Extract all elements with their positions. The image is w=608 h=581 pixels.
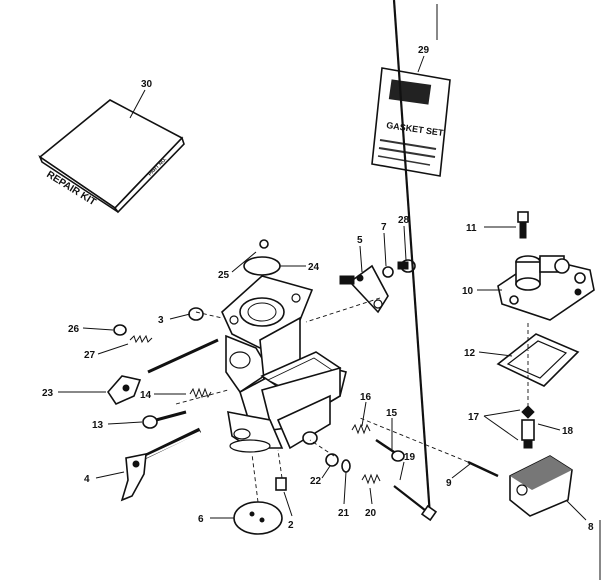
callout-25: 25 <box>218 270 230 281</box>
callout-29: 29 <box>418 45 430 56</box>
part-9-float-pin <box>467 460 499 478</box>
callout-14: 14 <box>140 390 152 401</box>
assembly-line <box>277 449 283 479</box>
part-30-repair-kit: REPAIR KIT PART NO. <box>38 99 185 214</box>
part-21-oring <box>341 459 351 473</box>
assembly-line <box>359 417 469 463</box>
part-27-spring <box>129 334 153 344</box>
part-26-plug <box>113 324 127 336</box>
callout-16: 16 <box>360 392 372 403</box>
callout-3: 3 <box>158 315 164 326</box>
callout-4: 4 <box>84 474 90 485</box>
part-2-screw <box>275 477 287 491</box>
part-23-throttle-shaft <box>106 338 219 406</box>
part-14-spring <box>189 387 212 399</box>
carburetor-body <box>221 275 347 453</box>
part-22-washer <box>325 453 339 467</box>
assembly-line <box>175 389 229 405</box>
part-25-plug <box>259 239 269 249</box>
part-15-screw <box>375 438 405 462</box>
callout-19: 19 <box>404 452 416 463</box>
part-10-bowl-cover <box>497 255 595 321</box>
assembly-line <box>195 311 223 319</box>
part-11-screw <box>517 211 529 239</box>
part-7-washer <box>382 266 394 278</box>
part-5-bracket <box>339 264 389 314</box>
assembly-line <box>305 297 381 323</box>
part-18-needle-seat <box>521 405 535 449</box>
callout-11: 11 <box>466 223 477 234</box>
part-4-choke-shaft <box>120 427 202 502</box>
part-29-gasket-set: GASKET SET <box>371 67 451 177</box>
callout-13: 13 <box>92 420 104 431</box>
callout-22: 22 <box>310 476 322 487</box>
callout-9: 9 <box>446 478 452 489</box>
callout-2: 2 <box>288 520 294 531</box>
part-8-float <box>509 455 573 517</box>
callout-6: 6 <box>198 514 204 525</box>
callout-10: 10 <box>462 286 474 297</box>
callout-28: 28 <box>398 215 410 226</box>
part-3-plug <box>188 307 204 321</box>
part-20-spring <box>361 473 381 485</box>
assembly-line <box>309 439 335 457</box>
callout-12: 12 <box>464 348 476 359</box>
callout-23: 23 <box>42 388 54 399</box>
part-19-needle <box>392 0 438 522</box>
callout-15: 15 <box>386 408 398 419</box>
callout-21: 21 <box>338 508 350 519</box>
callout-20: 20 <box>365 508 377 519</box>
leader-lines <box>58 55 587 521</box>
callout-17: 17 <box>468 412 480 423</box>
callout-30: 30 <box>141 79 153 90</box>
callout-5: 5 <box>357 235 363 246</box>
part-13-screw <box>142 410 187 429</box>
callout-8: 8 <box>588 522 594 533</box>
assembly-line <box>251 453 259 503</box>
callout-24: 24 <box>308 262 320 273</box>
part-6-choke-plate <box>233 501 283 535</box>
part-12-gasket <box>496 333 580 387</box>
callout-26: 26 <box>68 324 80 335</box>
callout-27: 27 <box>84 350 96 361</box>
callout-18: 18 <box>562 426 574 437</box>
part-16-spring <box>351 423 371 435</box>
part-24-disc <box>243 256 281 276</box>
callout-7: 7 <box>381 222 387 233</box>
